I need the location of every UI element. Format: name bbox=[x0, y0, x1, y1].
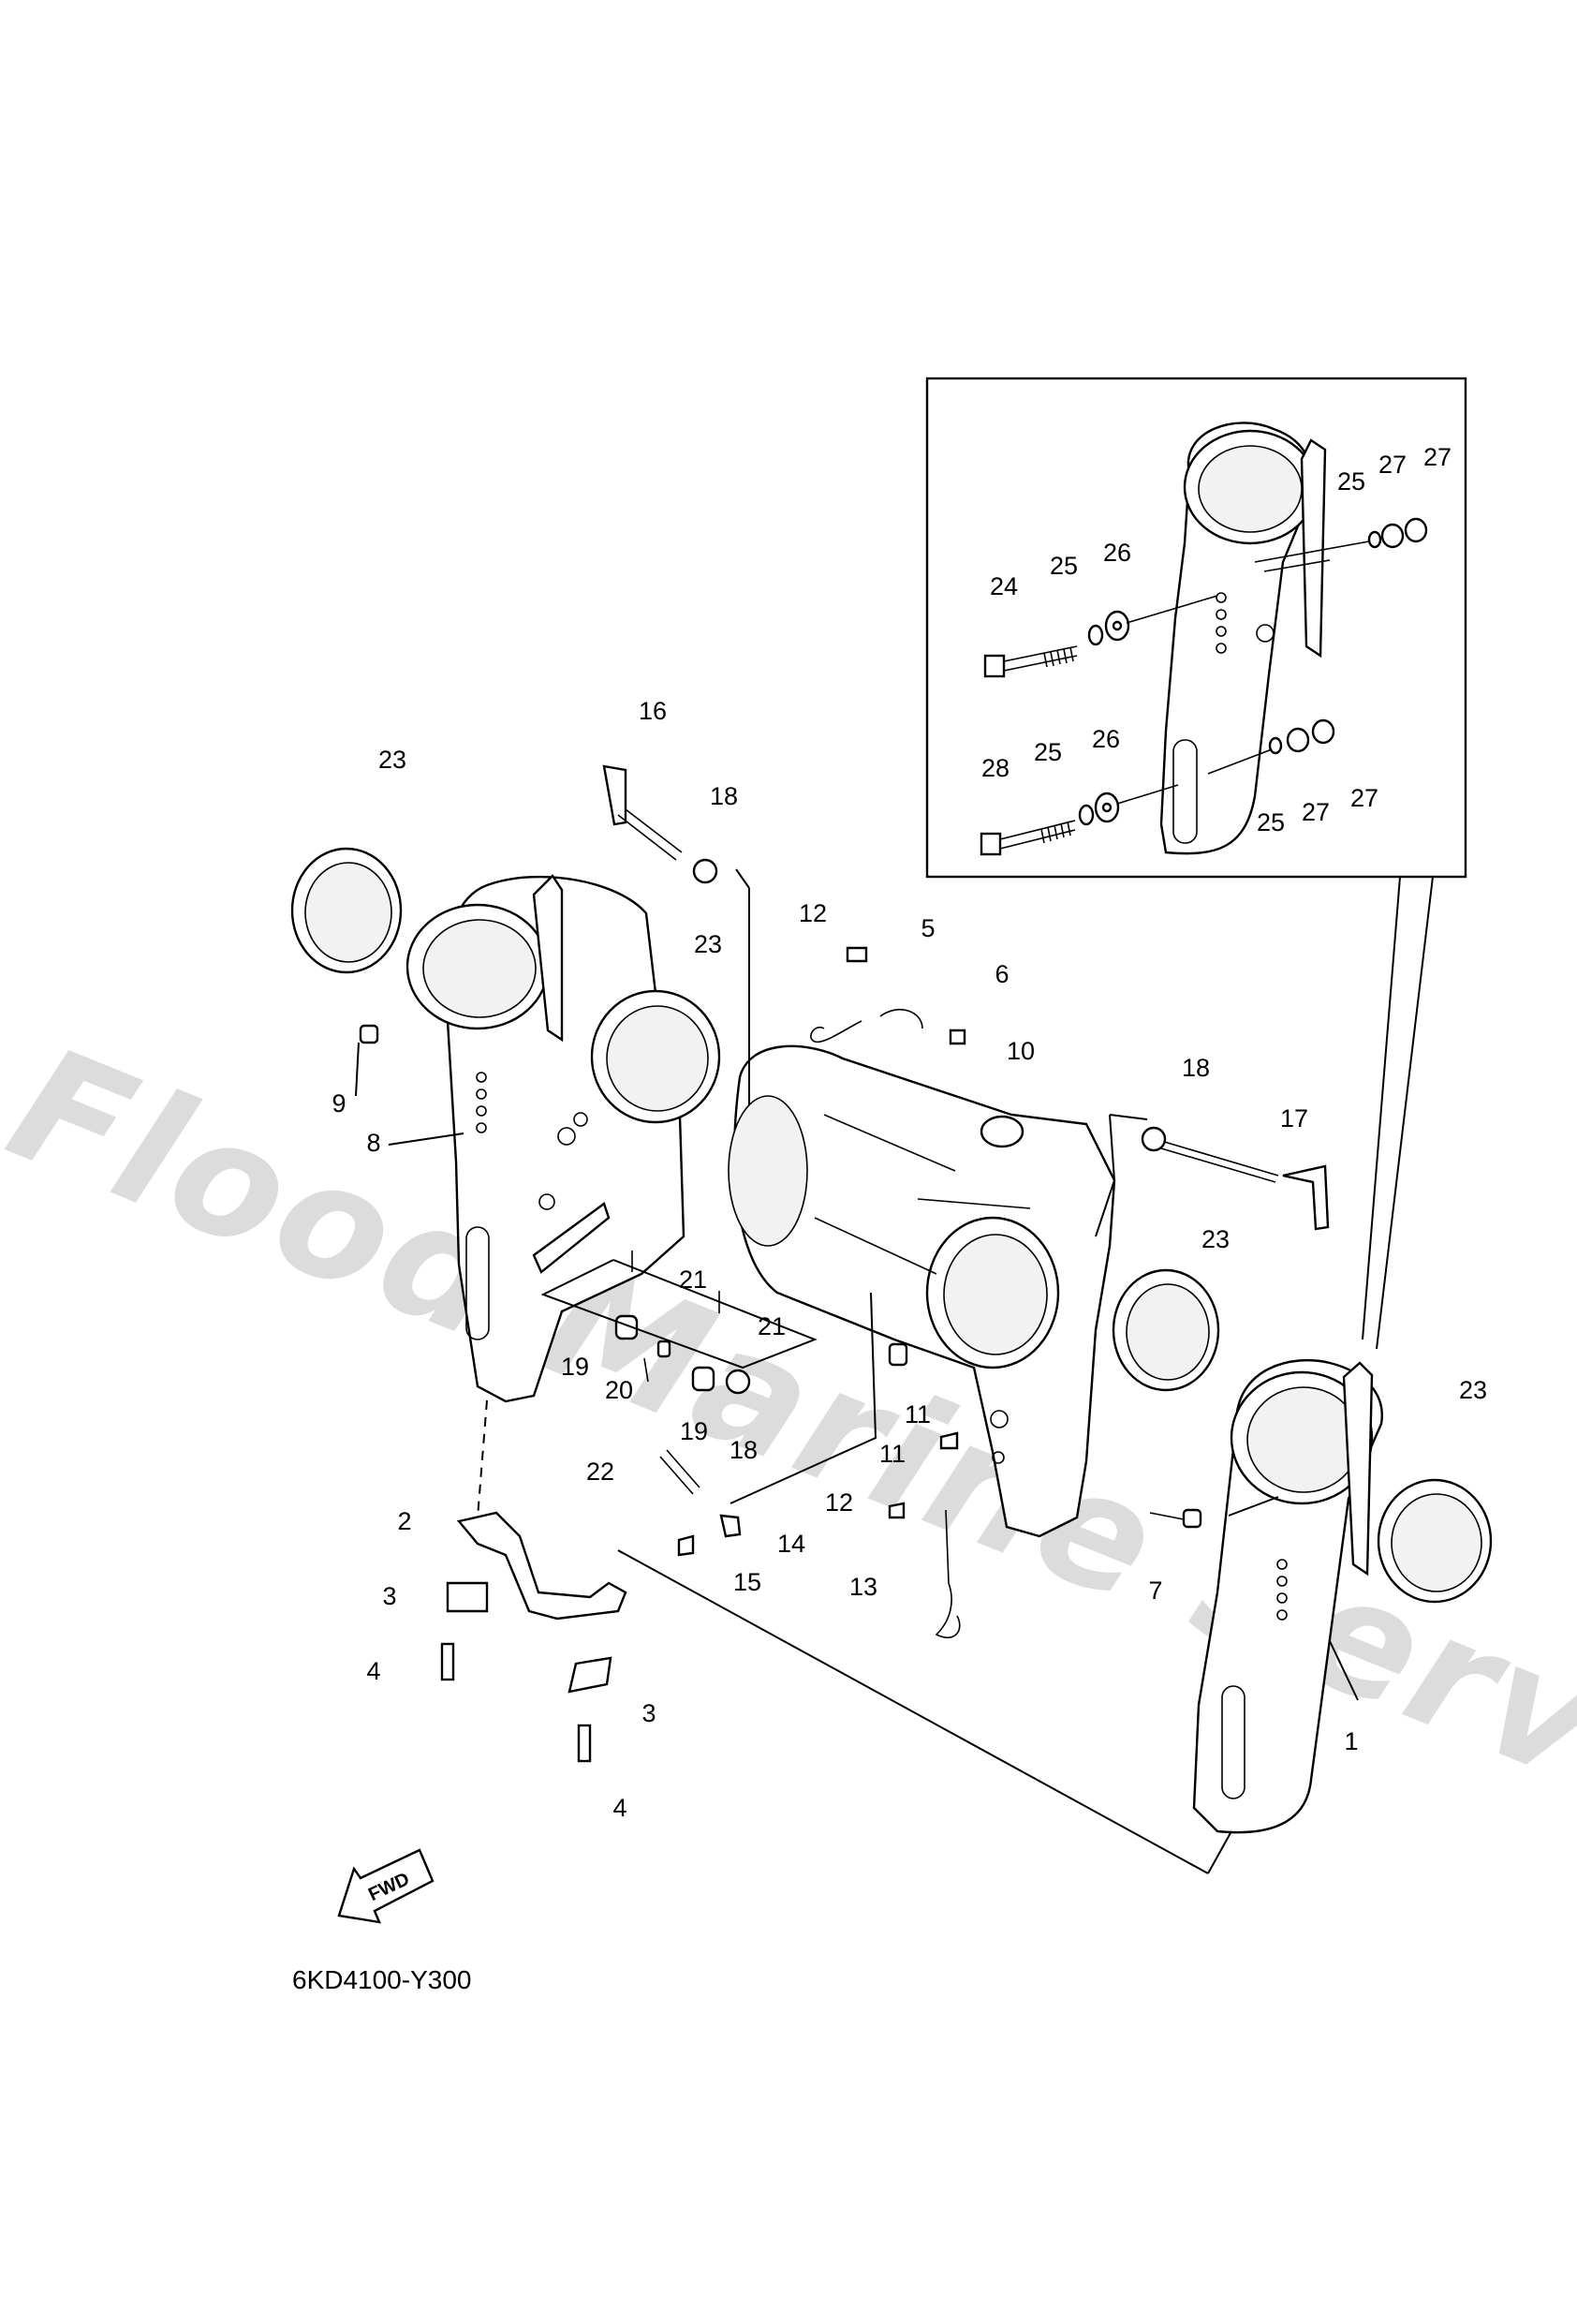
fwd-arrow-icon: FWD bbox=[337, 1848, 435, 1924]
label-part-1: 1 bbox=[1344, 1727, 1358, 1755]
label-part-3a: 3 bbox=[382, 1582, 396, 1610]
inset-washers bbox=[1078, 517, 1428, 826]
part-23-ring-a bbox=[290, 847, 403, 974]
part-18-collars bbox=[692, 858, 1167, 1395]
part-16-pin bbox=[602, 764, 683, 861]
part-23-ring-d bbox=[1377, 1478, 1493, 1604]
label-part-14: 14 bbox=[777, 1530, 805, 1558]
label-part-28: 28 bbox=[981, 754, 1010, 782]
label-part-23d: 23 bbox=[1459, 1376, 1487, 1404]
label-part-26b: 26 bbox=[1092, 725, 1120, 753]
label-part-3b: 3 bbox=[641, 1699, 656, 1727]
label-part-27c: 27 bbox=[1302, 798, 1330, 826]
label-part-15: 15 bbox=[733, 1568, 761, 1596]
label-part-27b: 27 bbox=[1423, 443, 1452, 471]
part-3-plates bbox=[446, 1581, 612, 1694]
label-part-26a: 26 bbox=[1103, 539, 1131, 567]
inset-bolt-28 bbox=[980, 820, 1076, 856]
label-part-25d: 25 bbox=[1257, 808, 1285, 836]
small-parts bbox=[614, 946, 966, 1638]
label-part-27a: 27 bbox=[1378, 451, 1407, 479]
part-1-bracket-right bbox=[1192, 1359, 1383, 1834]
label-part-2: 2 bbox=[397, 1507, 411, 1535]
label-part-4a: 4 bbox=[366, 1657, 380, 1685]
label-part-16: 16 bbox=[639, 697, 667, 725]
label-part-25c: 25 bbox=[1034, 738, 1062, 766]
part-23-ring-b bbox=[590, 989, 721, 1124]
label-part-18c: 18 bbox=[730, 1436, 758, 1464]
label-part-21a: 21 bbox=[679, 1266, 707, 1294]
label-part-4b: 4 bbox=[612, 1794, 626, 1822]
part-8-bracket-left bbox=[405, 874, 685, 1403]
label-part-23c: 23 bbox=[1201, 1225, 1230, 1253]
label-part-7: 7 bbox=[1148, 1576, 1162, 1605]
label-part-27d: 27 bbox=[1350, 784, 1378, 812]
label-part-10: 10 bbox=[1007, 1037, 1035, 1065]
label-part-8: 8 bbox=[366, 1129, 380, 1157]
inset-bolt-24 bbox=[983, 645, 1078, 678]
inset-bracket bbox=[1159, 422, 1327, 855]
label-part-18a: 18 bbox=[710, 782, 738, 810]
part-17-pin bbox=[1160, 1140, 1330, 1231]
label-part-23a: 23 bbox=[378, 746, 406, 774]
part-9-grease-nipple bbox=[359, 1024, 379, 1044]
inset-box bbox=[925, 377, 1467, 879]
part-7-grease-nipple bbox=[1182, 1508, 1202, 1529]
label-part-12b: 12 bbox=[825, 1488, 853, 1517]
label-part-18b: 18 bbox=[1182, 1054, 1210, 1082]
label-part-23b: 23 bbox=[694, 930, 722, 958]
part-labels: 1 2 3 3 4 4 5 6 7 8 9 10 11 11 12 12 13 … bbox=[332, 443, 1487, 1822]
label-part-20: 20 bbox=[605, 1376, 633, 1404]
label-part-25a: 25 bbox=[1050, 552, 1078, 580]
label-part-12a: 12 bbox=[799, 899, 827, 927]
label-part-19a: 19 bbox=[561, 1353, 589, 1381]
label-part-9: 9 bbox=[332, 1089, 346, 1118]
label-part-5: 5 bbox=[921, 914, 935, 942]
label-part-6: 6 bbox=[995, 960, 1009, 988]
part-10-swivel-housing bbox=[728, 1044, 1116, 1538]
part-23-ring-c bbox=[1112, 1268, 1220, 1392]
leader-lines bbox=[355, 868, 1434, 1874]
diagram-code: 6KD4100-Y300 bbox=[292, 1965, 472, 1994]
label-part-11b: 11 bbox=[879, 1440, 906, 1468]
label-part-24: 24 bbox=[990, 572, 1018, 600]
label-part-25b: 25 bbox=[1337, 467, 1365, 496]
label-part-17: 17 bbox=[1280, 1104, 1308, 1132]
label-part-11a: 11 bbox=[905, 1400, 931, 1428]
part-4-bolts bbox=[440, 1642, 592, 1763]
part-2-bracket bbox=[456, 1511, 627, 1621]
label-part-13: 13 bbox=[849, 1573, 877, 1601]
label-part-19b: 19 bbox=[680, 1417, 708, 1445]
label-part-22: 22 bbox=[586, 1458, 614, 1486]
label-part-21b: 21 bbox=[758, 1312, 786, 1340]
